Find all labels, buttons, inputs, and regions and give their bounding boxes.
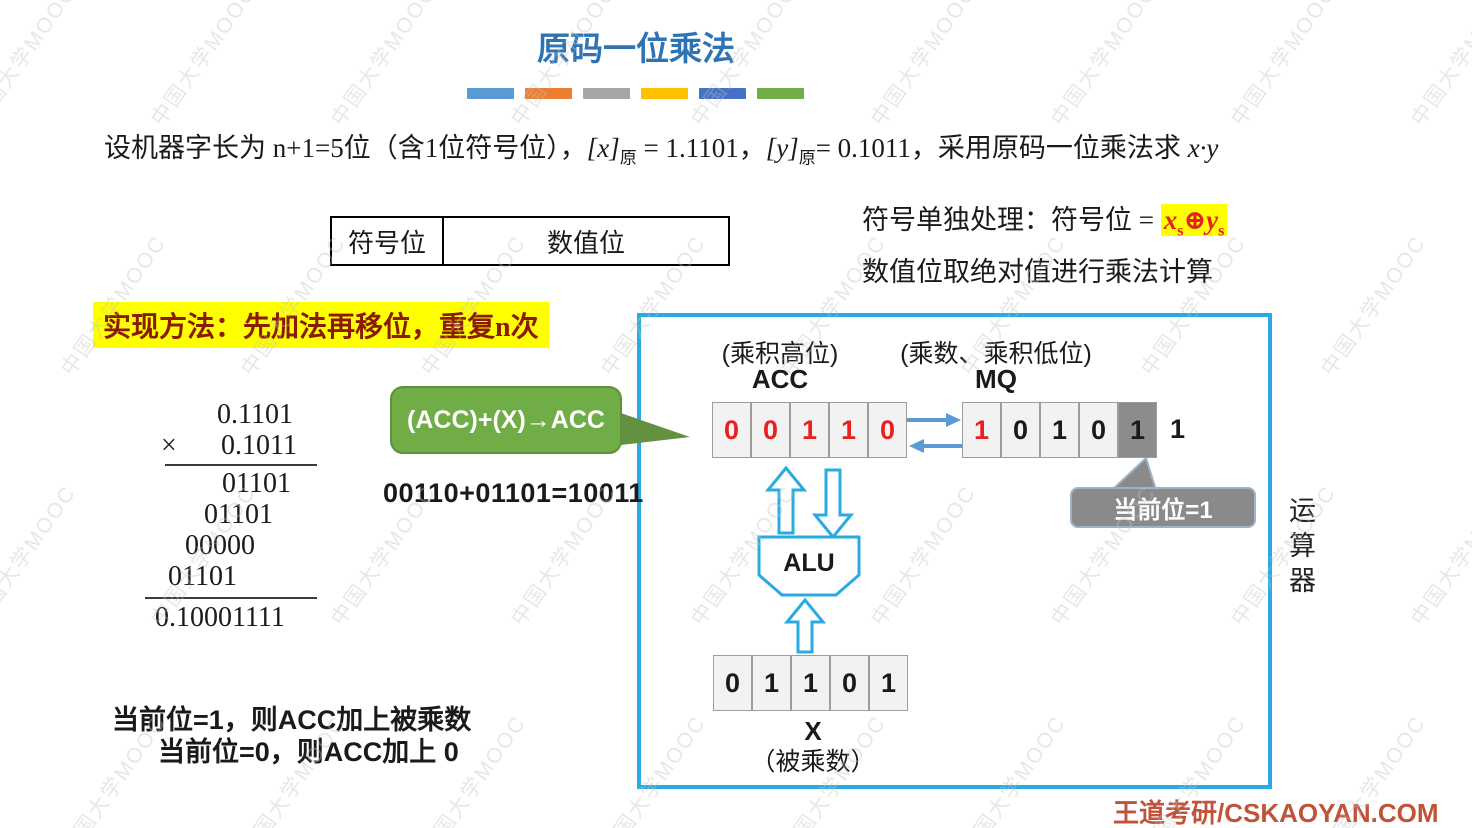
rule-note-line2: 当前位=0，则ACC加上 0: [158, 737, 459, 767]
x-bit-cell: 1: [869, 655, 908, 711]
x-bit-cell: 0: [830, 655, 869, 711]
product-term: x·y: [1187, 133, 1219, 163]
acc-register-name: ACC: [751, 364, 809, 394]
title-accent-bar: [757, 88, 804, 99]
value-rule-line: 数值位取绝对值进行乘法计算: [862, 257, 1213, 287]
acc-bit-cell: 0: [751, 402, 790, 458]
partial-product-4: 01101: [168, 561, 237, 592]
sign-bit-cell: 符号位: [332, 218, 444, 264]
sign-rule-lead: 符号单独处理：符号位 =: [862, 205, 1161, 235]
title-bars: [467, 88, 804, 99]
sign-rule-line: 符号单独处理：符号位 = xs⊕ys: [862, 198, 1228, 240]
ys-sub: s: [1218, 222, 1225, 240]
problem-part2: = 1.1101，: [636, 133, 766, 163]
acc-bit-cell: 0: [868, 402, 907, 458]
x-original-sub: 原: [619, 148, 637, 168]
word-format-box: 符号位 数值位: [330, 216, 730, 266]
addition-line: 00110+01101=10011: [383, 478, 644, 508]
multiplication-result: 0.10001111: [155, 602, 285, 633]
multiplier: 0.1011: [221, 430, 297, 461]
mq-register: 1 0 1 0 1: [962, 402, 1157, 458]
title-accent-bar: [583, 88, 630, 99]
x-register-name: X: [804, 716, 822, 746]
x-bit-cell: 0: [713, 655, 752, 711]
acc-add-bubble: (ACC)+(X)→ACC: [390, 386, 622, 454]
x-original-code: [x]: [586, 133, 620, 163]
shift-arrow-right-head: [946, 413, 961, 427]
title-accent-bar: [467, 88, 514, 99]
xor-highlight: xs⊕ys: [1160, 204, 1228, 240]
acc-caption: (乘积高位): [721, 340, 839, 368]
acc-mq-shift-arrows: [905, 413, 965, 453]
title-accent-bar: [699, 88, 746, 99]
xs-var: x: [1163, 205, 1178, 235]
title-accent-bar: [525, 88, 572, 99]
value-bits-cell: 数值位: [546, 228, 625, 258]
xs-sub: s: [1177, 222, 1184, 240]
acc-up-block-arrow: [764, 465, 808, 535]
multiplication-rule-line: [165, 464, 317, 466]
result-rule-line: [145, 597, 317, 599]
title-accent-bar: [641, 88, 688, 99]
arithmetic-unit-label: 运算器: [1285, 496, 1315, 601]
mq-bit-cell: 0: [1079, 402, 1118, 458]
method-highlight: 实现方法：先加法再移位，重复n次: [93, 302, 549, 348]
acc-down-block-arrow: [811, 468, 855, 540]
acc-register: 0 0 1 1 0: [712, 402, 907, 458]
rule-note-line1: 当前位=1，则ACC加上被乘数: [112, 705, 472, 735]
alu-label: ALU: [783, 549, 835, 577]
problem-part1: 设机器字长为 n+1=5位（含1位符号位），: [104, 133, 587, 163]
partial-product-3: 00000: [185, 530, 255, 561]
mq-bit-cell: 1: [1040, 402, 1079, 458]
long-multiplication: 0.1101 × 0.1011 01101 01101 00000 01101 …: [145, 399, 317, 633]
arithmetic-unit-box: [637, 313, 1272, 789]
mq-shifted-out-bit: 1: [1170, 414, 1186, 444]
multiplicand: 0.1101: [217, 399, 293, 430]
acc-bit-cell: 0: [712, 402, 751, 458]
problem-statement: 设机器字长为 n+1=5位（含1位符号位），[x]原 = 1.1101，[y]原…: [104, 126, 1218, 168]
acc-bit-cell: 1: [829, 402, 868, 458]
acc-bit-cell: 1: [790, 402, 829, 458]
alu-shape: [757, 535, 861, 597]
callout-tail: [1109, 456, 1158, 491]
times-sign: ×: [161, 430, 177, 461]
current-bit-callout: 当前位=1: [1070, 487, 1256, 528]
mq-bit-cell: 1: [962, 402, 1001, 458]
mq-caption: (乘数、乘积低位): [900, 340, 1092, 368]
x-bit-cell: 1: [752, 655, 791, 711]
partial-product-2: 01101: [204, 499, 273, 530]
x-up-block-arrow: [783, 597, 827, 654]
footer-brand: 王道考研/CSKAOYAN.COM: [1113, 798, 1439, 828]
ys-var: y: [1206, 205, 1219, 235]
x-caption: （被乘数）: [750, 749, 876, 776]
partial-product-1: 01101: [222, 468, 291, 499]
bubble-tail: [612, 410, 690, 446]
x-register: 0 1 1 0 1: [713, 655, 908, 711]
x-bit-cell: 1: [791, 655, 830, 711]
y-original-code: [y]: [765, 133, 799, 163]
y-original-sub: 原: [798, 148, 816, 168]
page-title: 原码一位乘法: [537, 32, 735, 68]
mq-current-bit-cell: 1: [1118, 402, 1157, 458]
xor-symbol: ⊕: [1183, 205, 1207, 235]
shift-arrow-left-head: [909, 439, 924, 453]
mq-bit-cell: 0: [1001, 402, 1040, 458]
problem-part3: = 0.1011，采用原码一位乘法求: [815, 133, 1188, 163]
multiplier-row: × 0.1011: [145, 430, 317, 461]
mq-register-name: MQ: [975, 364, 1017, 394]
